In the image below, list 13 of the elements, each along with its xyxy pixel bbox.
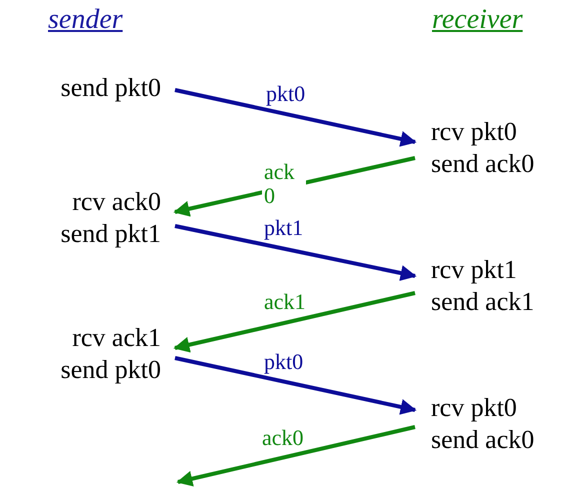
arrow [173,291,416,353]
event-text: send pkt0 [5,72,175,108]
event-text: rcv pkt1 send ack1 [415,254,575,322]
event-text: rcv ack1 send pkt0 [5,322,175,390]
column-heading: sender [48,4,123,36]
arrow [176,425,416,487]
arrow [174,88,417,147]
event-text: rcv pkt0 send ack0 [415,392,575,460]
arrow [174,356,417,415]
arrow [174,224,417,281]
column-heading: receiver [432,4,523,36]
event-text: rcv pkt0 send ack0 [415,116,575,184]
event-text: rcv ack0 send pkt1 [5,186,175,254]
